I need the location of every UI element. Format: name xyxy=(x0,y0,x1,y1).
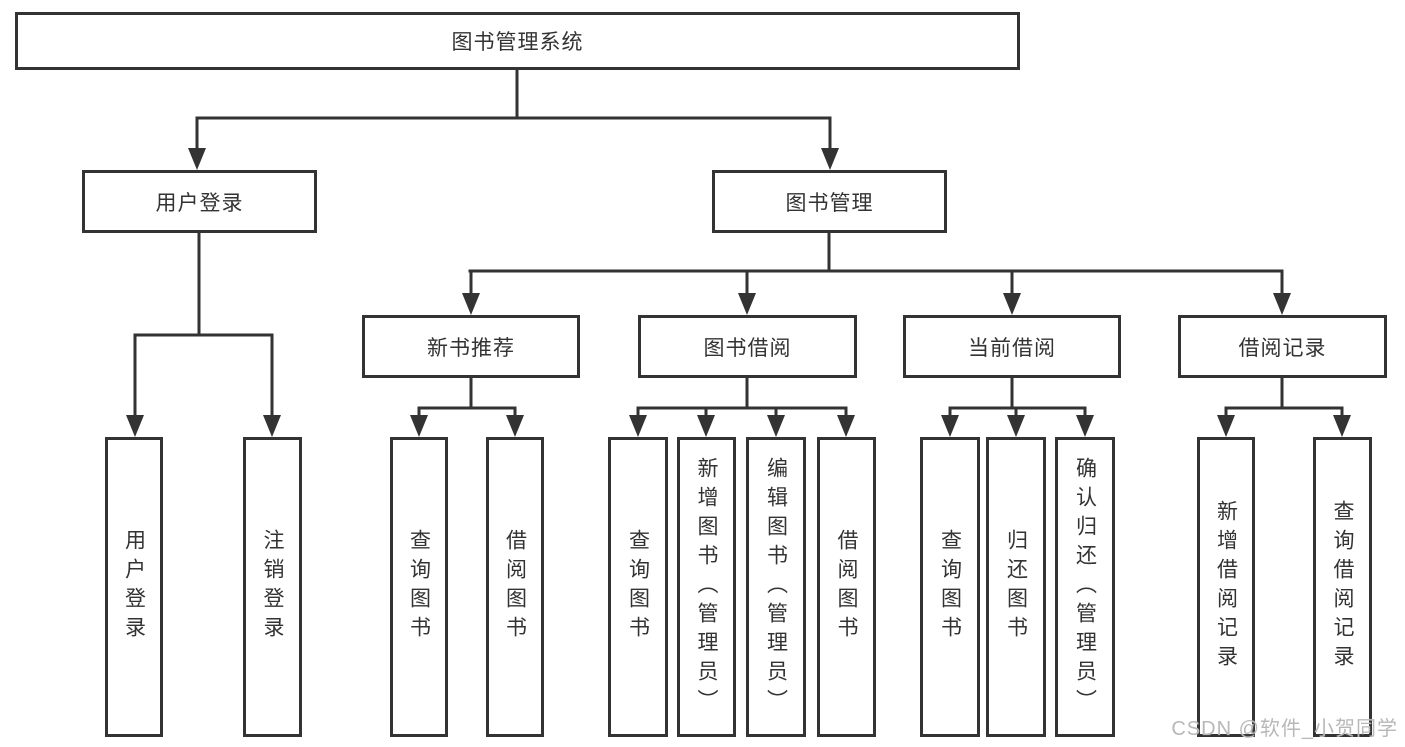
leaf-logout-label: 注销登录 xyxy=(261,529,284,645)
leaf-return-books: 归还图书 xyxy=(986,437,1046,737)
node-borrow-records: 借阅记录 xyxy=(1178,315,1387,378)
node-user-login-module: 用户登录 xyxy=(82,170,317,233)
leaf-add-borrow-record: 新增借阅记录 xyxy=(1197,437,1255,737)
csdn-watermark: CSDN @软件_小贺同学 xyxy=(1171,718,1398,740)
node-current-borrowing: 当前借阅 xyxy=(903,315,1121,378)
leaf-query-books-current-label: 查询图书 xyxy=(938,529,962,645)
leaf-add-borrow-record-label: 新增借阅记录 xyxy=(1214,500,1238,674)
leaf-borrow-books-recommend: 借阅图书 xyxy=(486,437,544,737)
leaf-query-borrow-record-label: 查询借阅记录 xyxy=(1331,500,1354,674)
leaf-query-books-current: 查询图书 xyxy=(920,437,980,737)
leaf-add-books-admin-label: 新增图书（管理员） xyxy=(695,456,718,718)
leaf-logout: 注销登录 xyxy=(243,437,302,737)
node-book-borrowing-label: 图书借阅 xyxy=(703,336,792,360)
leaf-query-borrow-record: 查询借阅记录 xyxy=(1313,437,1372,737)
connector-strokes xyxy=(133,68,1344,419)
leaf-add-books-admin: 新增图书（管理员） xyxy=(677,437,736,737)
node-current-borrowing-label: 当前借阅 xyxy=(968,336,1056,360)
leaf-borrow-books-recommend-label: 借阅图书 xyxy=(503,529,527,645)
node-root-label: 图书管理系统 xyxy=(451,31,584,54)
node-borrow-records-label: 借阅记录 xyxy=(1238,336,1327,360)
leaf-confirm-return-admin: 确认归还（管理员） xyxy=(1055,437,1115,737)
node-book-management: 图书管理 xyxy=(712,170,947,233)
leaf-user-login: 用户登录 xyxy=(105,437,163,737)
leaf-query-books-recommend-label: 查询图书 xyxy=(407,529,431,645)
node-new-book-recommend-label: 新书推荐 xyxy=(427,336,515,360)
node-user-login-module-label: 用户登录 xyxy=(155,191,244,215)
leaf-borrow-books-label: 借阅图书 xyxy=(835,529,858,645)
leaf-query-books-borrowing-label: 查询图书 xyxy=(626,529,650,645)
leaf-user-login-label: 用户登录 xyxy=(122,529,146,645)
node-book-borrowing: 图书借阅 xyxy=(638,315,857,378)
leaf-borrow-books: 借阅图书 xyxy=(817,437,876,737)
leaf-return-books-label: 归还图书 xyxy=(1004,529,1028,645)
node-root: 图书管理系统 xyxy=(15,12,1020,70)
leaf-confirm-return-admin-label: 确认归还（管理员） xyxy=(1073,456,1097,718)
node-new-book-recommend: 新书推荐 xyxy=(362,315,580,378)
leaf-edit-books-admin: 编辑图书（管理员） xyxy=(746,437,806,737)
arrowheads xyxy=(126,148,1351,437)
leaf-edit-books-admin-label: 编辑图书（管理员） xyxy=(764,456,788,718)
leaf-query-books-recommend: 查询图书 xyxy=(390,437,448,737)
node-book-management-label: 图书管理 xyxy=(785,191,874,215)
leaf-query-books-borrowing: 查询图书 xyxy=(608,437,668,737)
